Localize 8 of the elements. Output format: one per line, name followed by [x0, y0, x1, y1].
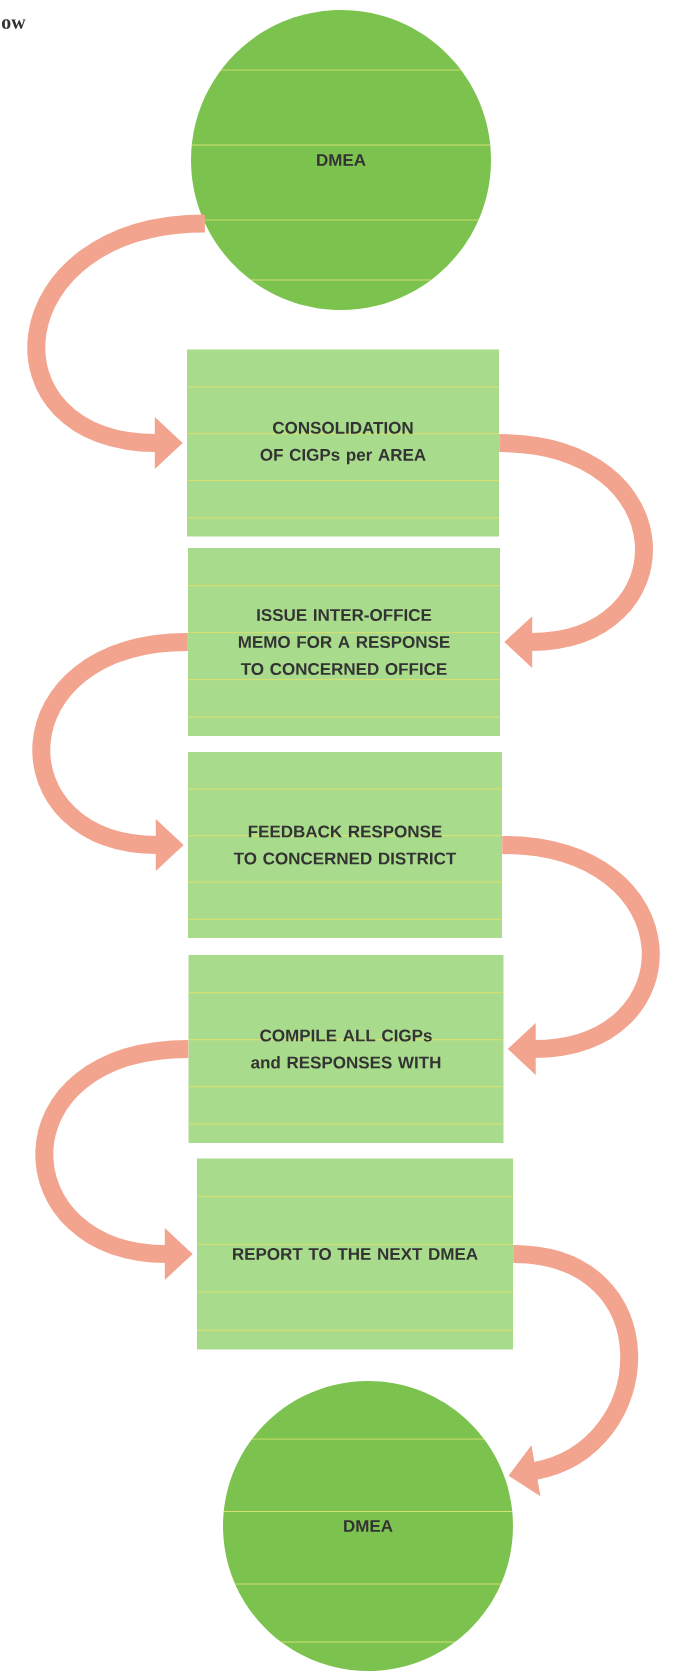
process-box: REPORT TO THE NEXT DMEA — [197, 1158, 513, 1350]
process-box: COMPILE ALL CIGPs and RESPONSES WITH — [188, 955, 504, 1143]
process-box: ISSUE INTER-OFFICE MEMO FOR A RESPONSE TO CONCERNED OFFICE — [188, 548, 500, 736]
process-box: CONSOLIDATION OF CIGPs per AREA — [187, 349, 499, 537]
curved-arrow — [498, 434, 653, 668]
curved-arrow — [501, 836, 660, 1075]
heading-fragment: ow — [1, 19, 26, 29]
process-box: FEEDBACK RESPONSE TO CONCERNED DISTRICT — [188, 752, 502, 938]
